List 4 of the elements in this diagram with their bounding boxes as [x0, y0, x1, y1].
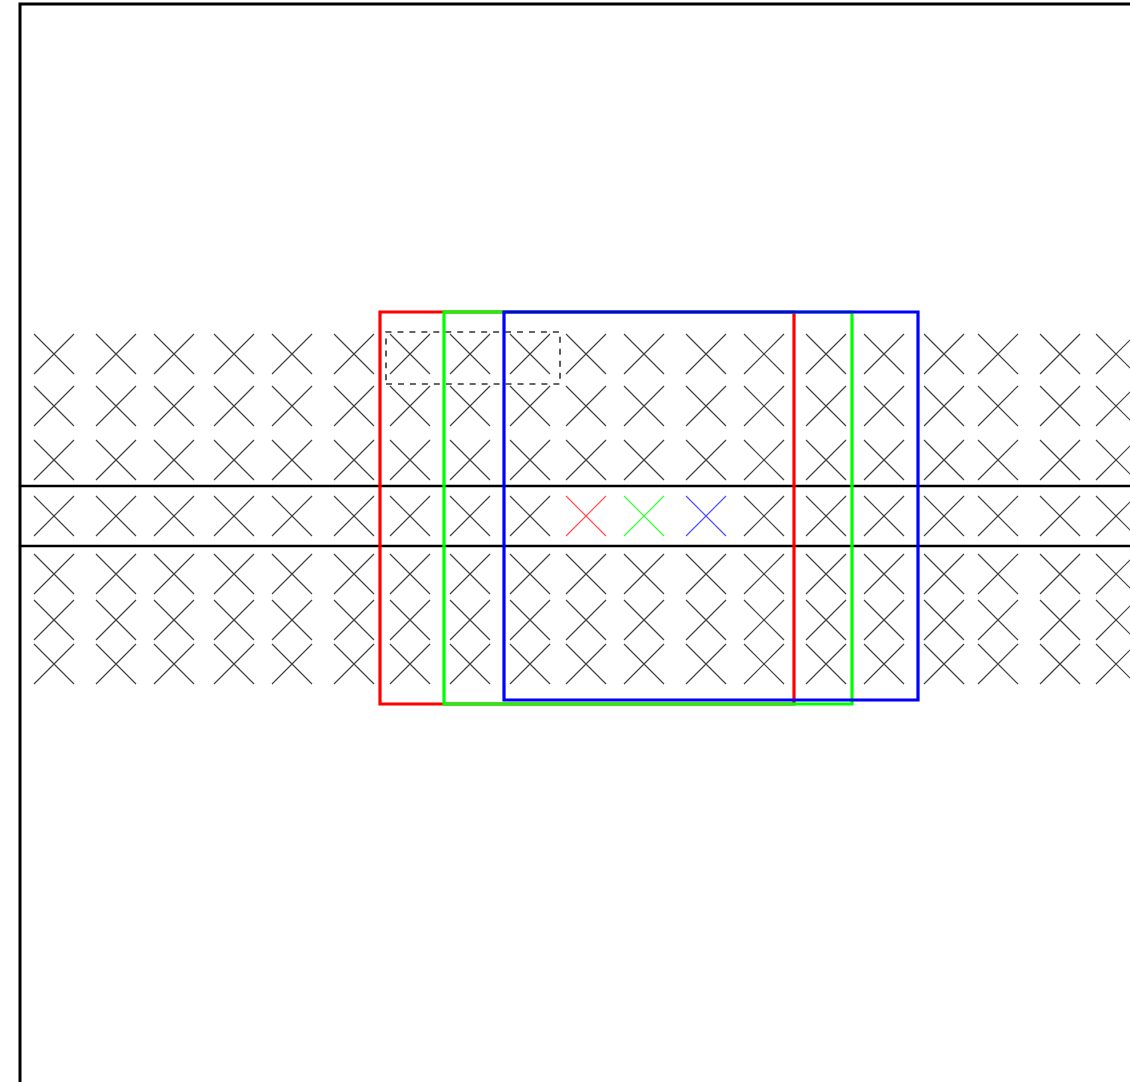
dashed-box	[385, 331, 561, 385]
outline-box	[502, 310, 920, 702]
outline-box	[378, 310, 796, 706]
outline-box	[442, 310, 854, 706]
